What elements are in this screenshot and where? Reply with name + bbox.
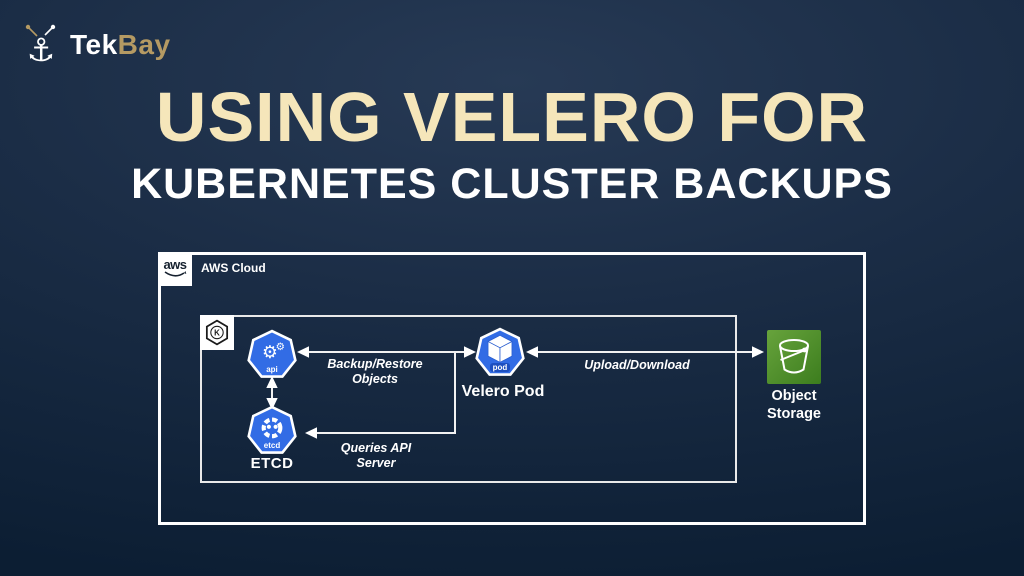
pod-heptagon-icon bbox=[475, 327, 525, 376]
svg-text:⚓: ⚓ bbox=[27, 31, 56, 66]
upload-download-edge-label: Upload/Download bbox=[584, 358, 690, 372]
backup-label-line2: Objects bbox=[352, 372, 398, 386]
s3-bucket-icon bbox=[767, 330, 821, 384]
object-storage-node bbox=[767, 330, 821, 384]
kubernetes-heptagon-icon: ⚙ ⚙ bbox=[247, 329, 297, 378]
gear-icon: ⚙ bbox=[262, 343, 278, 363]
edge-api-etcd bbox=[266, 376, 278, 410]
queries-api-edge-label: Queries API Server bbox=[301, 441, 451, 471]
kubernetes-hexagon-icon: K bbox=[200, 315, 234, 350]
queries-label-line1: Queries API bbox=[340, 441, 412, 455]
backup-label-line1: Backup/Restore bbox=[327, 357, 423, 371]
page-title: USING VELERO FOR bbox=[155, 78, 869, 156]
etcd-label: ETCD bbox=[250, 455, 294, 472]
edge-backup-restore bbox=[297, 346, 476, 358]
brand-name: TekBay bbox=[70, 29, 171, 61]
velero-pod-node: pod bbox=[474, 327, 526, 379]
brand-logo: ⚓ TekBay bbox=[22, 24, 171, 69]
aws-smile-swoosh bbox=[164, 271, 187, 277]
brand-name-bay: Bay bbox=[117, 29, 171, 60]
kubernetes-cluster-box bbox=[200, 315, 737, 483]
anchor-gear-icon: ⚓ bbox=[22, 24, 62, 69]
object-storage-label: Object Storage bbox=[754, 387, 834, 423]
page-subtitle: KUBERNETES CLUSTER BACKUPS bbox=[131, 160, 893, 208]
backup-restore-edge-label: Backup/Restore Objects bbox=[300, 357, 450, 387]
etcd-heptagon-icon bbox=[247, 405, 297, 454]
api-server-node: ⚙ ⚙ api bbox=[246, 329, 298, 381]
queries-label-line2: Server bbox=[356, 456, 396, 470]
gear-icon-small: ⚙ bbox=[276, 341, 285, 353]
cube-icon bbox=[487, 334, 513, 364]
edge-queries-api-server bbox=[305, 352, 456, 439]
velero-pod-label: Velero Pod bbox=[461, 383, 545, 400]
edge-upload-download bbox=[526, 346, 764, 358]
object-storage-label-line1: Object bbox=[771, 388, 817, 404]
aws-logo-text: aws bbox=[163, 257, 187, 272]
etcd-badge-label: etcd bbox=[263, 441, 281, 450]
api-badge-label: api bbox=[266, 365, 278, 374]
brand-name-tek: Tek bbox=[70, 29, 118, 60]
aws-cloud-box bbox=[158, 252, 866, 525]
k8s-badge-letter: K bbox=[214, 329, 220, 338]
etcd-node: etcd bbox=[246, 405, 298, 457]
pod-badge-label: pod bbox=[489, 363, 511, 372]
aws-cloud-label: AWS Cloud bbox=[201, 261, 266, 275]
object-storage-label-line2: Storage bbox=[767, 406, 821, 422]
aws-logo-icon: aws bbox=[158, 252, 192, 286]
